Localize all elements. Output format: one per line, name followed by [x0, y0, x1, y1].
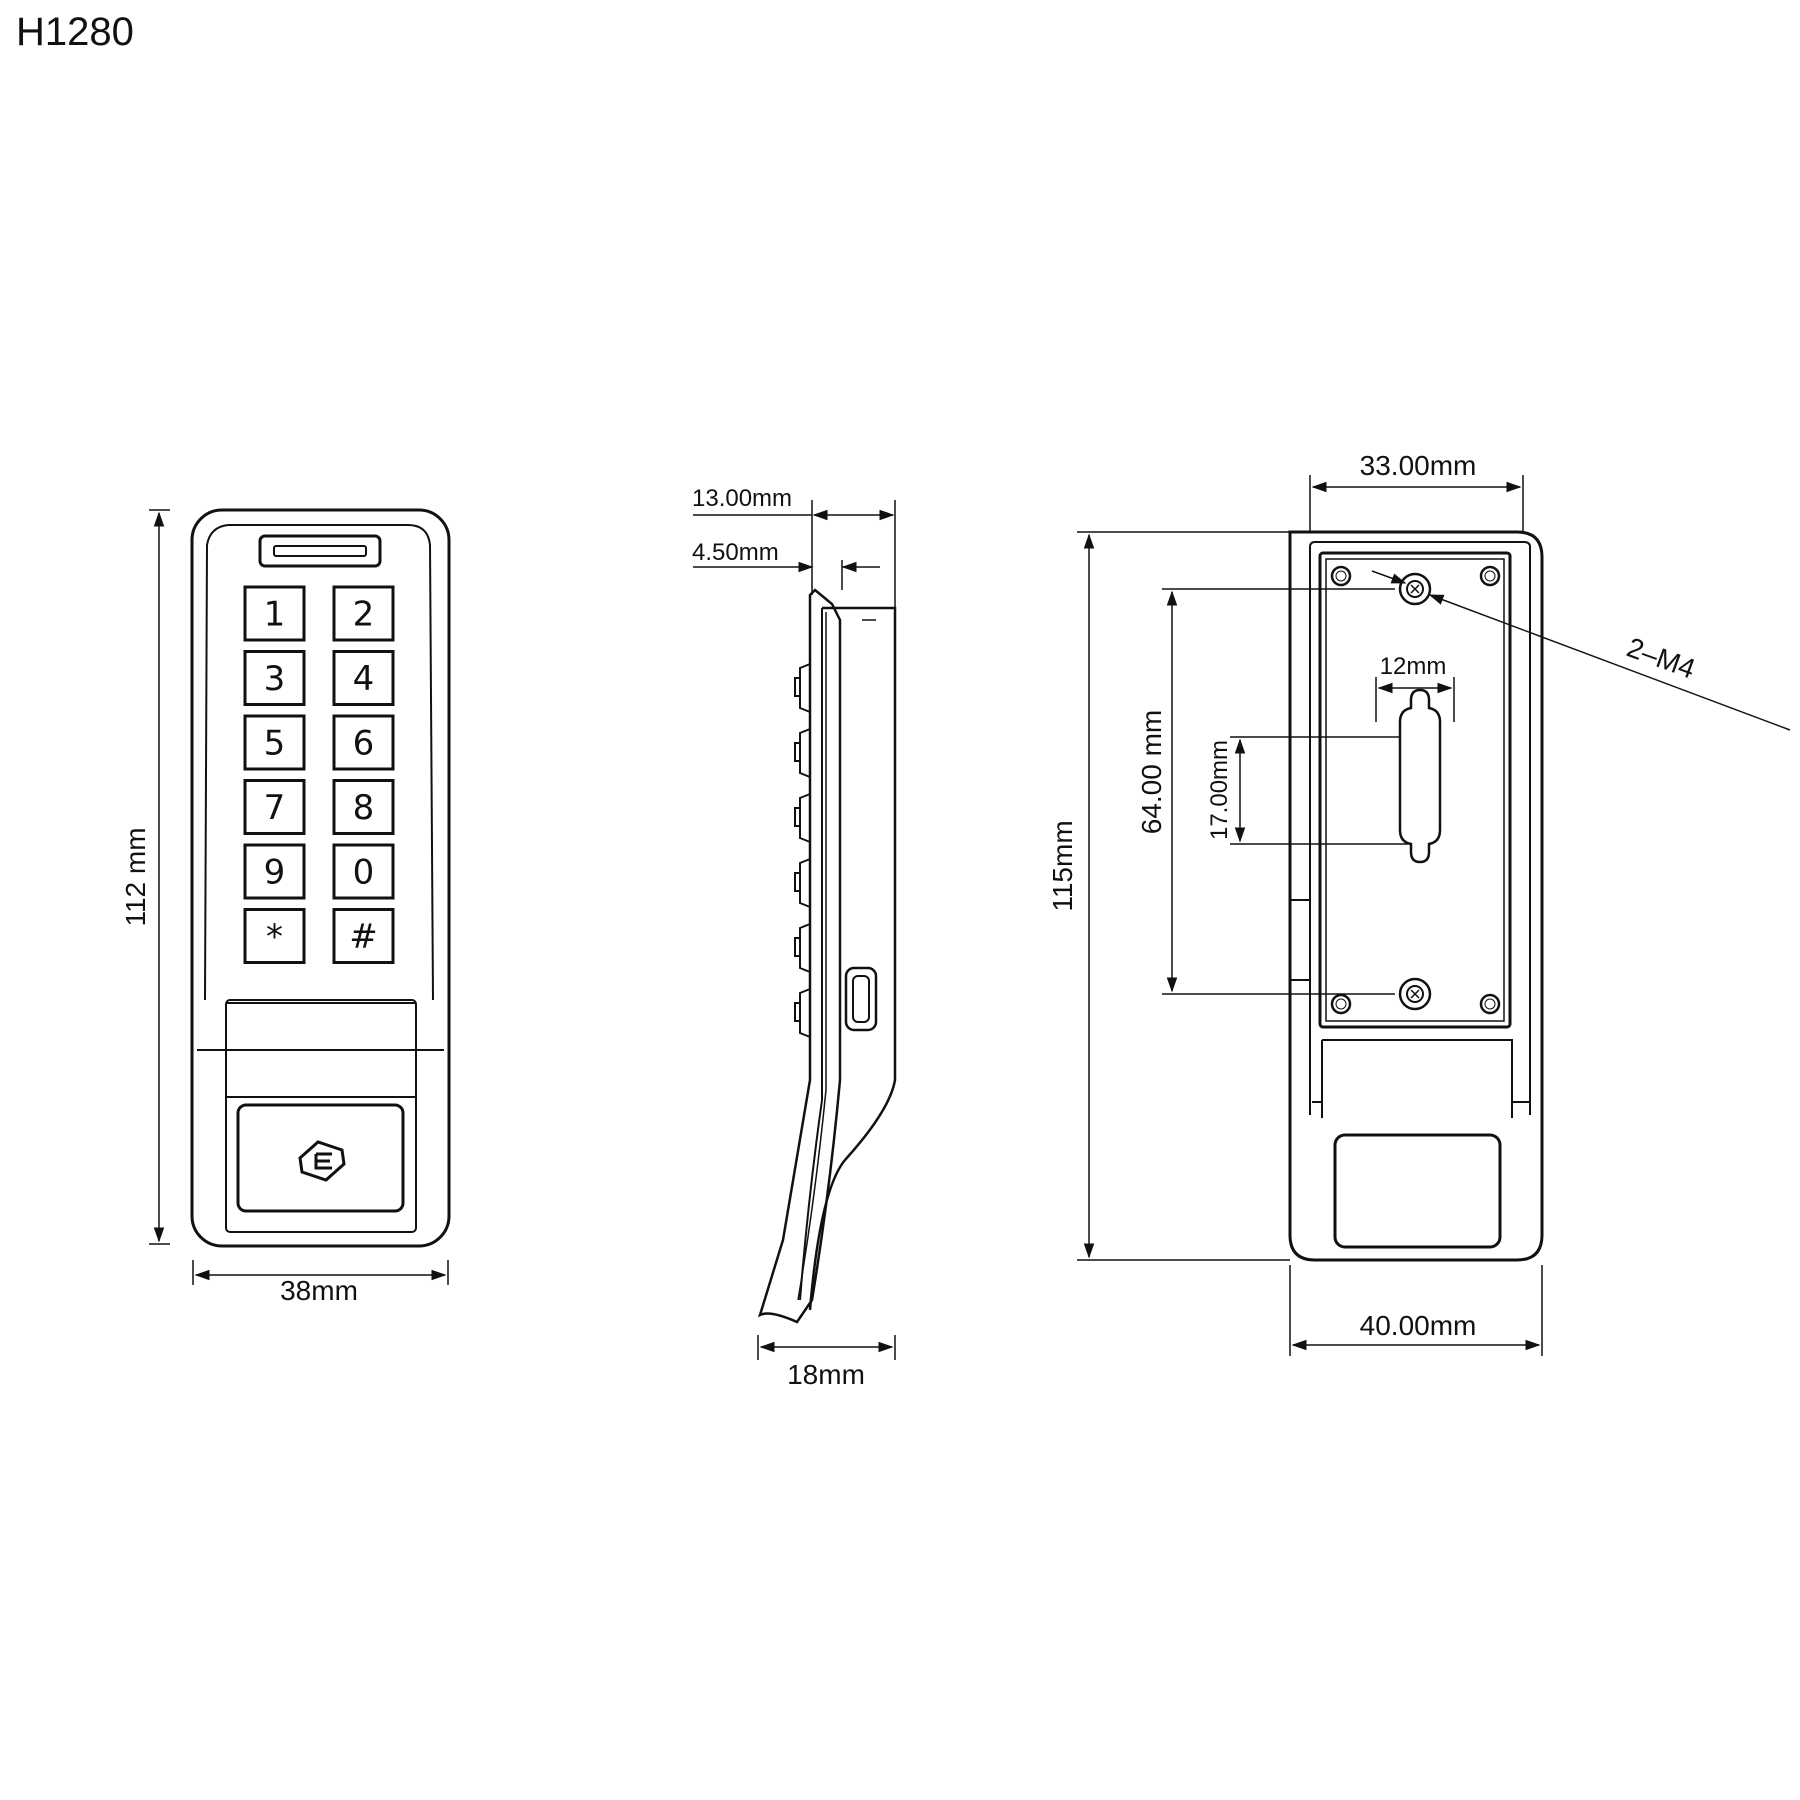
back-body-outline	[1288, 530, 1544, 1262]
key-outline	[332, 650, 395, 706]
indicator-window	[258, 534, 382, 568]
key-outline	[332, 585, 395, 642]
side-key-profile	[794, 728, 811, 778]
side-key-profile	[794, 988, 811, 1038]
key-button: 4	[332, 650, 395, 706]
back-side-notch	[1290, 899, 1310, 981]
side-key-profiles	[794, 663, 811, 1038]
key-label: 8	[353, 788, 375, 828]
side-view	[757, 588, 897, 1324]
key-button: 8	[332, 779, 395, 835]
side-key-profile	[794, 793, 811, 843]
key-label: 0	[353, 853, 375, 893]
front-bezel-left	[204, 524, 229, 1001]
key-label: 1	[264, 595, 286, 635]
front-lower-panel	[225, 999, 417, 1233]
depth-bottom-label: 18mm	[787, 1359, 865, 1390]
key-label: 5	[264, 724, 286, 764]
key-button: 7	[243, 779, 306, 835]
key-outline	[243, 843, 306, 900]
key-outline	[332, 714, 395, 771]
height-label: 112 mm	[120, 827, 151, 926]
back-mounting-plate	[1318, 551, 1512, 1029]
key-button: 2	[332, 585, 395, 642]
key-label: 2	[353, 595, 375, 635]
key-label: 3	[264, 659, 286, 699]
key-button: 5	[243, 714, 306, 771]
screw-label: 2–M4	[1623, 632, 1699, 685]
indicator-light	[273, 545, 367, 557]
key-label: #	[349, 917, 378, 957]
m4-arrow-in	[1371, 570, 1407, 584]
m4-leader-line	[1428, 594, 1791, 731]
keypad: 1 2 3 4 5 6 7 8 9 0 * #	[243, 585, 395, 964]
key-button: 0	[332, 843, 395, 900]
m4-screw-bottom	[1398, 977, 1432, 1011]
key-label: 6	[353, 724, 375, 764]
depth-top-label: 13.00mm	[692, 485, 792, 512]
key-outline	[243, 714, 306, 771]
key-label: 9	[264, 853, 286, 893]
key-button: 1	[243, 585, 306, 642]
key-outline	[243, 908, 306, 964]
key-label: *	[266, 917, 283, 957]
top-width-label: 33.00mm	[1360, 450, 1477, 481]
side-key-profile	[794, 858, 811, 908]
back-plate-inner	[1325, 558, 1505, 1022]
key-outline	[332, 908, 395, 964]
slot-height-label: 17.00mm	[1206, 740, 1233, 840]
side-port-outline	[844, 966, 878, 1032]
hole-spacing-label: 64.00 mm	[1136, 710, 1167, 835]
key-button: 3	[243, 650, 306, 706]
front-view: 1 2 3 4 5 6 7 8 9 0 * #	[190, 508, 451, 1248]
depth-lip-label: 4.50mm	[692, 539, 779, 566]
key-button: *	[243, 908, 306, 964]
key-button: #	[332, 908, 395, 964]
drawing-title: H1280	[16, 10, 134, 54]
side-key-profile	[794, 663, 811, 713]
card-reader-area	[236, 1103, 405, 1213]
back-plate-rim	[1309, 541, 1531, 1115]
back-view	[1288, 530, 1544, 1262]
key-button: 6	[332, 714, 395, 771]
back-lower-bracket	[1321, 1039, 1513, 1118]
width-label: 38mm	[280, 1275, 358, 1306]
side-cover-inner-line	[797, 612, 827, 1301]
front-bezel-right	[228, 524, 434, 1001]
back-height-label: 115mm	[1047, 820, 1078, 911]
corner-holes	[1330, 565, 1501, 1015]
m4-screw-top	[1398, 572, 1432, 606]
key-outline	[332, 779, 395, 835]
slot-width-label: 12mm	[1380, 653, 1447, 680]
side-dimensions: 13.00mm 4.50mm 18mm	[692, 485, 896, 1390]
key-button: 9	[243, 843, 306, 900]
rfid-card-icon	[298, 1140, 346, 1182]
front-body-outline	[190, 508, 451, 1248]
key-label: 4	[353, 659, 375, 699]
key-label: 7	[264, 788, 286, 828]
cable-slot	[1398, 688, 1442, 864]
back-label-window	[1333, 1133, 1502, 1249]
key-outline	[243, 779, 306, 835]
side-port	[852, 975, 870, 1023]
side-front-cover	[757, 588, 842, 1324]
key-outline	[332, 843, 395, 900]
key-outline	[243, 585, 306, 642]
key-outline	[243, 650, 306, 706]
bottom-width-label: 40.00mm	[1360, 1310, 1477, 1341]
side-key-profile	[794, 923, 811, 973]
front-dimensions: 112 mm 38mm	[120, 509, 449, 1306]
side-back-profile	[808, 606, 897, 1311]
